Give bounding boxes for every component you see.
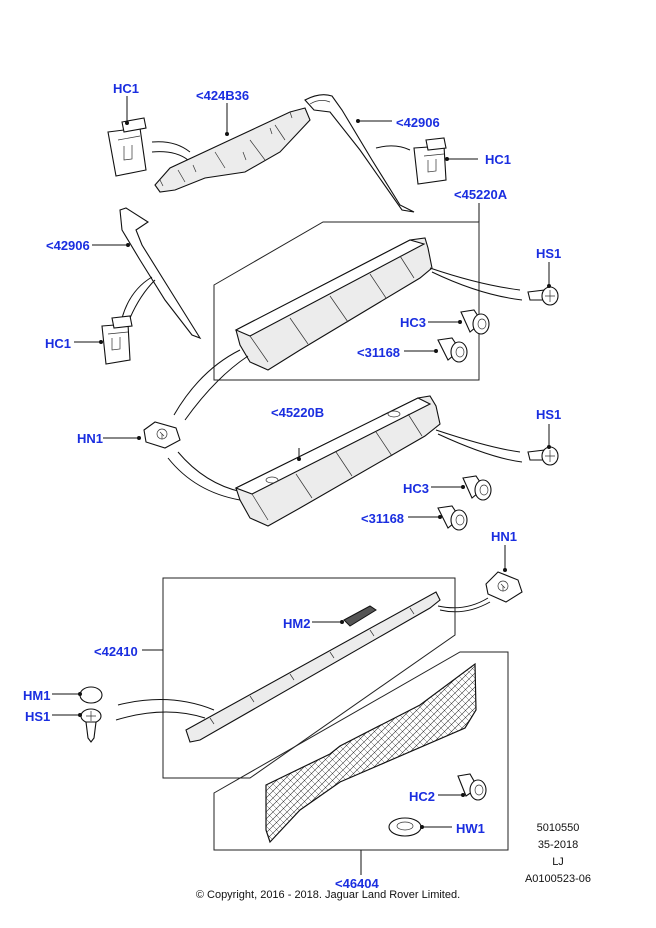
callout-hn1-right[interactable]: HN1 — [491, 529, 518, 544]
group-box-45220a — [213, 221, 480, 381]
pad-hm2[interactable] — [343, 605, 377, 627]
screw-hs1-upper[interactable] — [527, 286, 559, 306]
washer-hw1[interactable] — [388, 817, 422, 837]
callout-hm1[interactable]: HM1 — [23, 688, 51, 703]
screw-hs1-lower[interactable] — [80, 708, 102, 743]
nut-hn1-left[interactable] — [143, 421, 181, 449]
clip-hc2[interactable] — [457, 773, 487, 801]
diagram-info-block: 5010550 35-2018 LJ A0100523-06 — [503, 820, 613, 888]
callout-hs1-lower[interactable]: HS1 — [25, 709, 51, 724]
group-box-42410 — [162, 577, 456, 779]
callout-hc2[interactable]: HC2 — [409, 789, 436, 804]
part-45220b[interactable] — [234, 395, 441, 527]
info-line-4: A0100523-06 — [524, 873, 592, 885]
cap-hm1[interactable] — [79, 686, 103, 704]
callout-42410[interactable]: <42410 — [94, 644, 138, 659]
callout-42906-right[interactable]: <42906 — [396, 115, 440, 130]
callout-424b36[interactable]: <424B36 — [196, 88, 250, 103]
callout-45220a[interactable]: <45220A — [454, 187, 508, 202]
callout-hc1-right[interactable]: HC1 — [485, 152, 512, 167]
part-45220a[interactable] — [234, 237, 433, 371]
clip-31168-lower[interactable] — [437, 505, 468, 531]
screw-hs1-middle[interactable] — [527, 446, 559, 466]
callout-hc1-top-left[interactable]: HC1 — [113, 81, 140, 96]
info-line-1: 5010550 — [536, 822, 580, 834]
part-42410[interactable] — [185, 591, 441, 743]
callout-31168-upper[interactable]: <31168 — [357, 345, 401, 360]
group-box-46404 — [213, 651, 509, 851]
clip-hc1-right[interactable] — [413, 137, 447, 185]
info-line-3: LJ — [552, 856, 564, 868]
callout-45220b[interactable]: <45220B — [271, 405, 325, 420]
callout-hc1-left[interactable]: HC1 — [45, 336, 72, 351]
callout-31168-lower[interactable]: <31168 — [361, 511, 405, 526]
callout-42906-left[interactable]: <42906 — [46, 238, 90, 253]
callout-hm2[interactable]: HM2 — [283, 616, 311, 631]
callout-46404[interactable]: <46404 — [335, 876, 379, 891]
callout-hs1-upper[interactable]: HS1 — [536, 246, 562, 261]
clip-hc3-lower[interactable] — [462, 475, 492, 501]
part-42906-left[interactable] — [119, 207, 202, 340]
nut-hn1-right[interactable] — [485, 571, 523, 603]
callout-hc3-lower[interactable]: HC3 — [403, 481, 430, 496]
clip-hc3-upper[interactable] — [460, 309, 490, 335]
clip-hc1-left[interactable] — [101, 315, 133, 365]
callout-hw1[interactable]: HW1 — [456, 821, 485, 836]
clip-31168-upper[interactable] — [437, 337, 468, 363]
info-line-2: 35-2018 — [537, 839, 579, 851]
callout-hs1-middle[interactable]: HS1 — [536, 407, 562, 422]
callout-hn1-left[interactable]: HN1 — [77, 431, 104, 446]
callout-hc3-upper[interactable]: HC3 — [400, 315, 427, 330]
clip-hc1-top-left[interactable] — [107, 117, 147, 177]
part-46404-mesh-panel[interactable] — [265, 662, 477, 844]
part-42906-right[interactable] — [304, 94, 415, 213]
copyright-notice: © Copyright, 2016 - 2018. Jaguar Land Ro… — [195, 889, 461, 901]
part-424b36[interactable] — [154, 107, 311, 193]
